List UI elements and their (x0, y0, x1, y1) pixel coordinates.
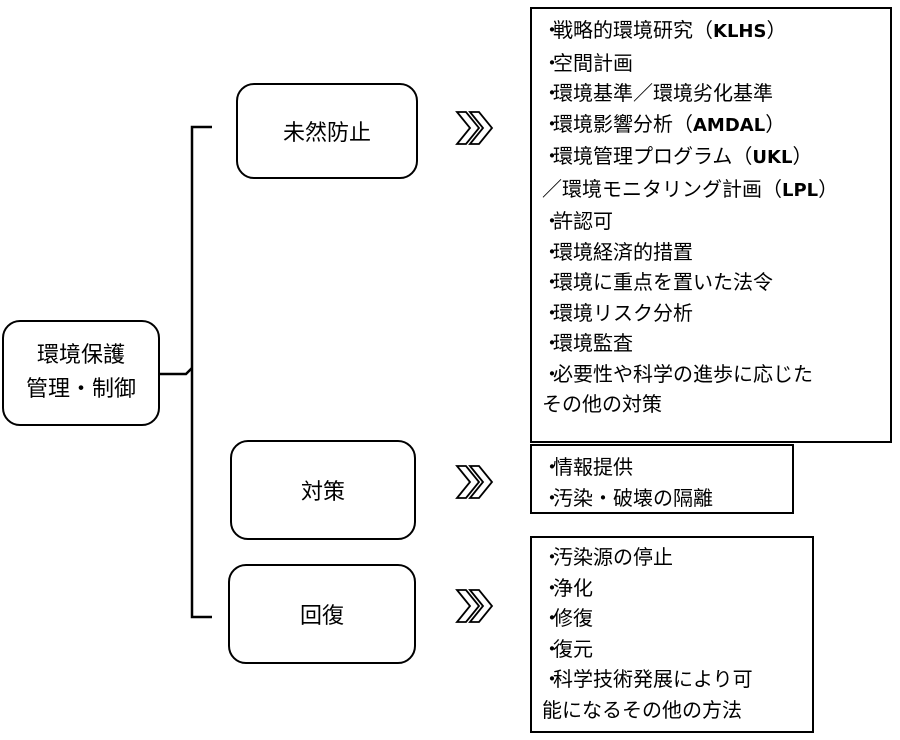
list-item-text: 汚染・破壊の隔離 (553, 485, 713, 510)
category-label: 対策 (300, 480, 345, 505)
bullet: ・ (542, 209, 562, 233)
list-item-text: 汚染源の停止 (553, 545, 673, 569)
measure-list-recovery: ・汚染源の停止・浄化・修復・復元・科学技術発展により可能になるその他の方法 (530, 536, 814, 733)
list-item-text: 能になるその他の方法 (542, 697, 742, 722)
list-item: ・環境に重点を置いた法令 (542, 267, 882, 298)
list-item-text: 許認可 (553, 209, 613, 233)
list-item: 能になるその他の方法 (542, 695, 804, 726)
list-item: ・復元 (542, 634, 804, 665)
bullet: ・ (542, 111, 562, 136)
category-node-countermeasure: 対策 (230, 440, 416, 540)
list-item-text: 戦略的環境研究（ (553, 18, 713, 42)
list-item-text: 環境に重点を置いた法令 (553, 270, 773, 294)
measure-list-countermeasure: ・情報提供・汚染・破壊の隔離 (530, 444, 794, 514)
list-item-text: 環境経済的措置 (553, 239, 693, 264)
list-item-text: 環境影響分析（ (553, 111, 693, 136)
list-item-text: 環境管理プログラム（ (553, 144, 753, 168)
chevron-icon-1 (455, 465, 494, 499)
category-label: 未然防止 (282, 121, 371, 146)
list-item: ・環境リスク分析 (542, 298, 882, 329)
bullet: ・ (542, 331, 562, 355)
list-item-text: ） (818, 176, 839, 201)
list-item-text: ） (766, 18, 787, 42)
bullet: ・ (542, 270, 562, 294)
list-item-text: ） (765, 111, 786, 136)
list-item: その他の対策 (542, 389, 882, 420)
list-item-text: 必要性や科学の進歩に応じた (553, 361, 813, 386)
bullet: ・ (542, 239, 562, 264)
list-item: ／環境モニタリング計画（LPL） (542, 174, 882, 207)
bullet: ・ (542, 575, 562, 600)
bullet: ・ (542, 606, 562, 630)
list-item-text: 浄化 (553, 575, 593, 600)
bullet: ・ (542, 485, 562, 510)
list-item: ・戦略的環境研究（KLHS） (542, 15, 882, 48)
list-item-text: ／環境モニタリング計画（ (542, 176, 782, 201)
list-item-text: KLHS (713, 21, 767, 42)
bullet: ・ (542, 81, 562, 105)
list-item: ・必要性や科学の進歩に応じた (542, 359, 882, 390)
list-item-text: UKL (752, 147, 793, 168)
bullet: ・ (542, 455, 562, 479)
chevron-icon-0 (455, 111, 494, 145)
list-item: ・空間計画 (542, 48, 882, 79)
list-item-text: LPL (782, 179, 819, 201)
root-label-line-1: 環境保護 (36, 343, 125, 368)
list-item-text: 空間計画 (553, 50, 633, 75)
category-node-prevention: 未然防止 (236, 83, 418, 179)
list-item-text: 環境監査 (553, 331, 633, 355)
list-item: ・環境経済的措置 (542, 237, 882, 268)
bullet: ・ (542, 545, 562, 569)
root-connector-line (160, 367, 193, 376)
list-item-text: 情報提供 (553, 455, 633, 479)
root-label-line-2: 管理・制御 (25, 377, 136, 402)
list-item: ・情報提供 (542, 452, 784, 483)
chevron-icon-2 (455, 589, 494, 623)
bullet: ・ (542, 144, 562, 168)
bracket-line (190, 125, 212, 619)
list-item: ・汚染源の停止 (542, 542, 804, 573)
bullet: ・ (542, 361, 562, 386)
list-item-text: 修復 (553, 606, 593, 630)
category-label: 回復 (299, 604, 344, 629)
list-item: ・環境管理プログラム（UKL） (542, 141, 882, 174)
category-node-recovery: 回復 (228, 564, 416, 664)
list-item: ・浄化 (542, 573, 804, 604)
bullet: ・ (542, 300, 562, 325)
bullet: ・ (542, 18, 562, 42)
root-node: 環境保護 管理・制御 (2, 320, 160, 426)
list-item-text: 復元 (553, 636, 593, 661)
list-item: ・環境基準／環境劣化基準 (542, 78, 882, 109)
measure-list-prevention: ・戦略的環境研究（KLHS）・空間計画・環境基準／環境劣化基準・環境影響分析（A… (530, 7, 892, 443)
list-item-text: 科学技術発展により可 (553, 667, 753, 691)
list-item: ・環境影響分析（AMDAL） (542, 109, 882, 142)
list-item-text: 環境基準／環境劣化基準 (553, 81, 773, 105)
bullet: ・ (542, 50, 562, 75)
bullet: ・ (542, 667, 562, 691)
list-item-text: その他の対策 (542, 392, 662, 416)
list-item: ・汚染・破壊の隔離 (542, 483, 784, 514)
bullet: ・ (542, 636, 562, 661)
list-item: ・修復 (542, 603, 804, 634)
list-item: ・許認可 (542, 206, 882, 237)
list-item-text: 環境リスク分析 (553, 300, 693, 325)
list-item: ・科学技術発展により可 (542, 664, 804, 695)
list-item-text: AMDAL (693, 114, 766, 136)
list-item-text: ） (792, 144, 813, 168)
list-item: ・環境監査 (542, 328, 882, 359)
